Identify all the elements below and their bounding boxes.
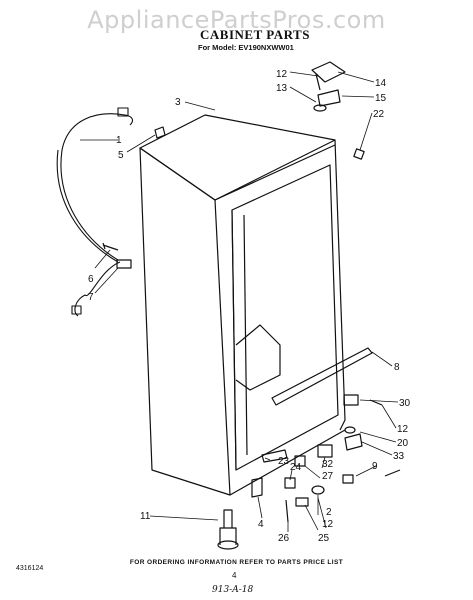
callout-13: 13: [276, 83, 288, 94]
cabinet-top: [139, 114, 336, 201]
callout-11: 11: [140, 511, 151, 522]
callout-9: 9: [372, 461, 378, 472]
top-hinge-cover-14: [311, 61, 346, 83]
ice-chute-box: [235, 324, 281, 391]
callout-14: 14: [375, 78, 387, 89]
top-hinge-15: [317, 89, 341, 107]
callout-7: 7: [88, 292, 94, 303]
part-number: 4316124: [16, 565, 44, 572]
door-stop-22: [353, 148, 365, 160]
bracket-32: [317, 444, 333, 458]
hinge-bushing-13: [313, 104, 327, 112]
callout-15: 15: [375, 93, 387, 104]
power-cord-connector: [71, 305, 82, 315]
ordering-note: FOR ORDERING INFORMATION REFER TO PARTS …: [129, 559, 344, 566]
callout-30: 30: [399, 398, 411, 409]
model-line: For Model: EV190NXWW01: [198, 43, 294, 52]
power-cord: [56, 107, 134, 317]
grommet-2: [311, 485, 325, 495]
bottom-edge: [229, 429, 346, 496]
page-number: 4: [232, 571, 237, 580]
callout-24: 24: [290, 462, 302, 473]
callout-26: 26: [278, 533, 290, 544]
bottom-hinge-30: [343, 394, 359, 406]
callout-1: 1: [116, 135, 122, 146]
cabinet-front-face: [139, 147, 231, 496]
callout-6: 6: [88, 274, 94, 285]
callout-33: 33: [393, 451, 405, 462]
callout-4: 4: [258, 519, 264, 530]
bracket-7: [116, 259, 132, 269]
door-brace-8: [271, 347, 373, 406]
shim-27: [294, 455, 306, 467]
screw-26: [285, 499, 289, 523]
callout-25: 25: [318, 533, 330, 544]
callout-22: 22: [373, 109, 385, 120]
diagram-title: CABINET PARTS: [200, 27, 310, 42]
spacer-23: [261, 449, 288, 463]
hinge-block-33: [344, 433, 363, 451]
cabinet-shell: [139, 114, 346, 496]
callout-5: 5: [118, 150, 124, 161]
callout-32: 32: [322, 459, 334, 470]
leader-lines: [80, 71, 399, 532]
handwritten-mark: 913-A-18: [212, 585, 254, 595]
plate-25: [295, 497, 309, 507]
cord-clip: [154, 126, 166, 139]
screw-12-lower: [384, 469, 401, 477]
callout-12: 12: [322, 519, 334, 530]
cabinet-inner-wall: [231, 209, 248, 471]
callout-labels: 1 5 3 12 13 14 15 22 6 7 8 30 12 20 33 9…: [88, 69, 411, 544]
callout-8: 8: [394, 362, 400, 373]
callout-27: 27: [322, 471, 334, 482]
screw-12-top: [315, 73, 321, 91]
callout-20: 20: [397, 438, 409, 449]
screw-6: [102, 242, 119, 251]
callout-12: 12: [276, 69, 288, 80]
power-cord-plug: [117, 107, 129, 117]
callout-23: 23: [278, 456, 290, 467]
screw-9: [342, 474, 354, 484]
watermark: AppliancePartsPros.com: [87, 6, 386, 34]
callout-3: 3: [175, 97, 181, 108]
cabinet-right-edge: [334, 139, 346, 431]
leveling-leg-11: [217, 509, 239, 550]
glide-4: [251, 477, 263, 498]
washer-20: [344, 426, 356, 434]
callout-12: 12: [397, 424, 409, 435]
callout-2: 2: [326, 507, 332, 518]
